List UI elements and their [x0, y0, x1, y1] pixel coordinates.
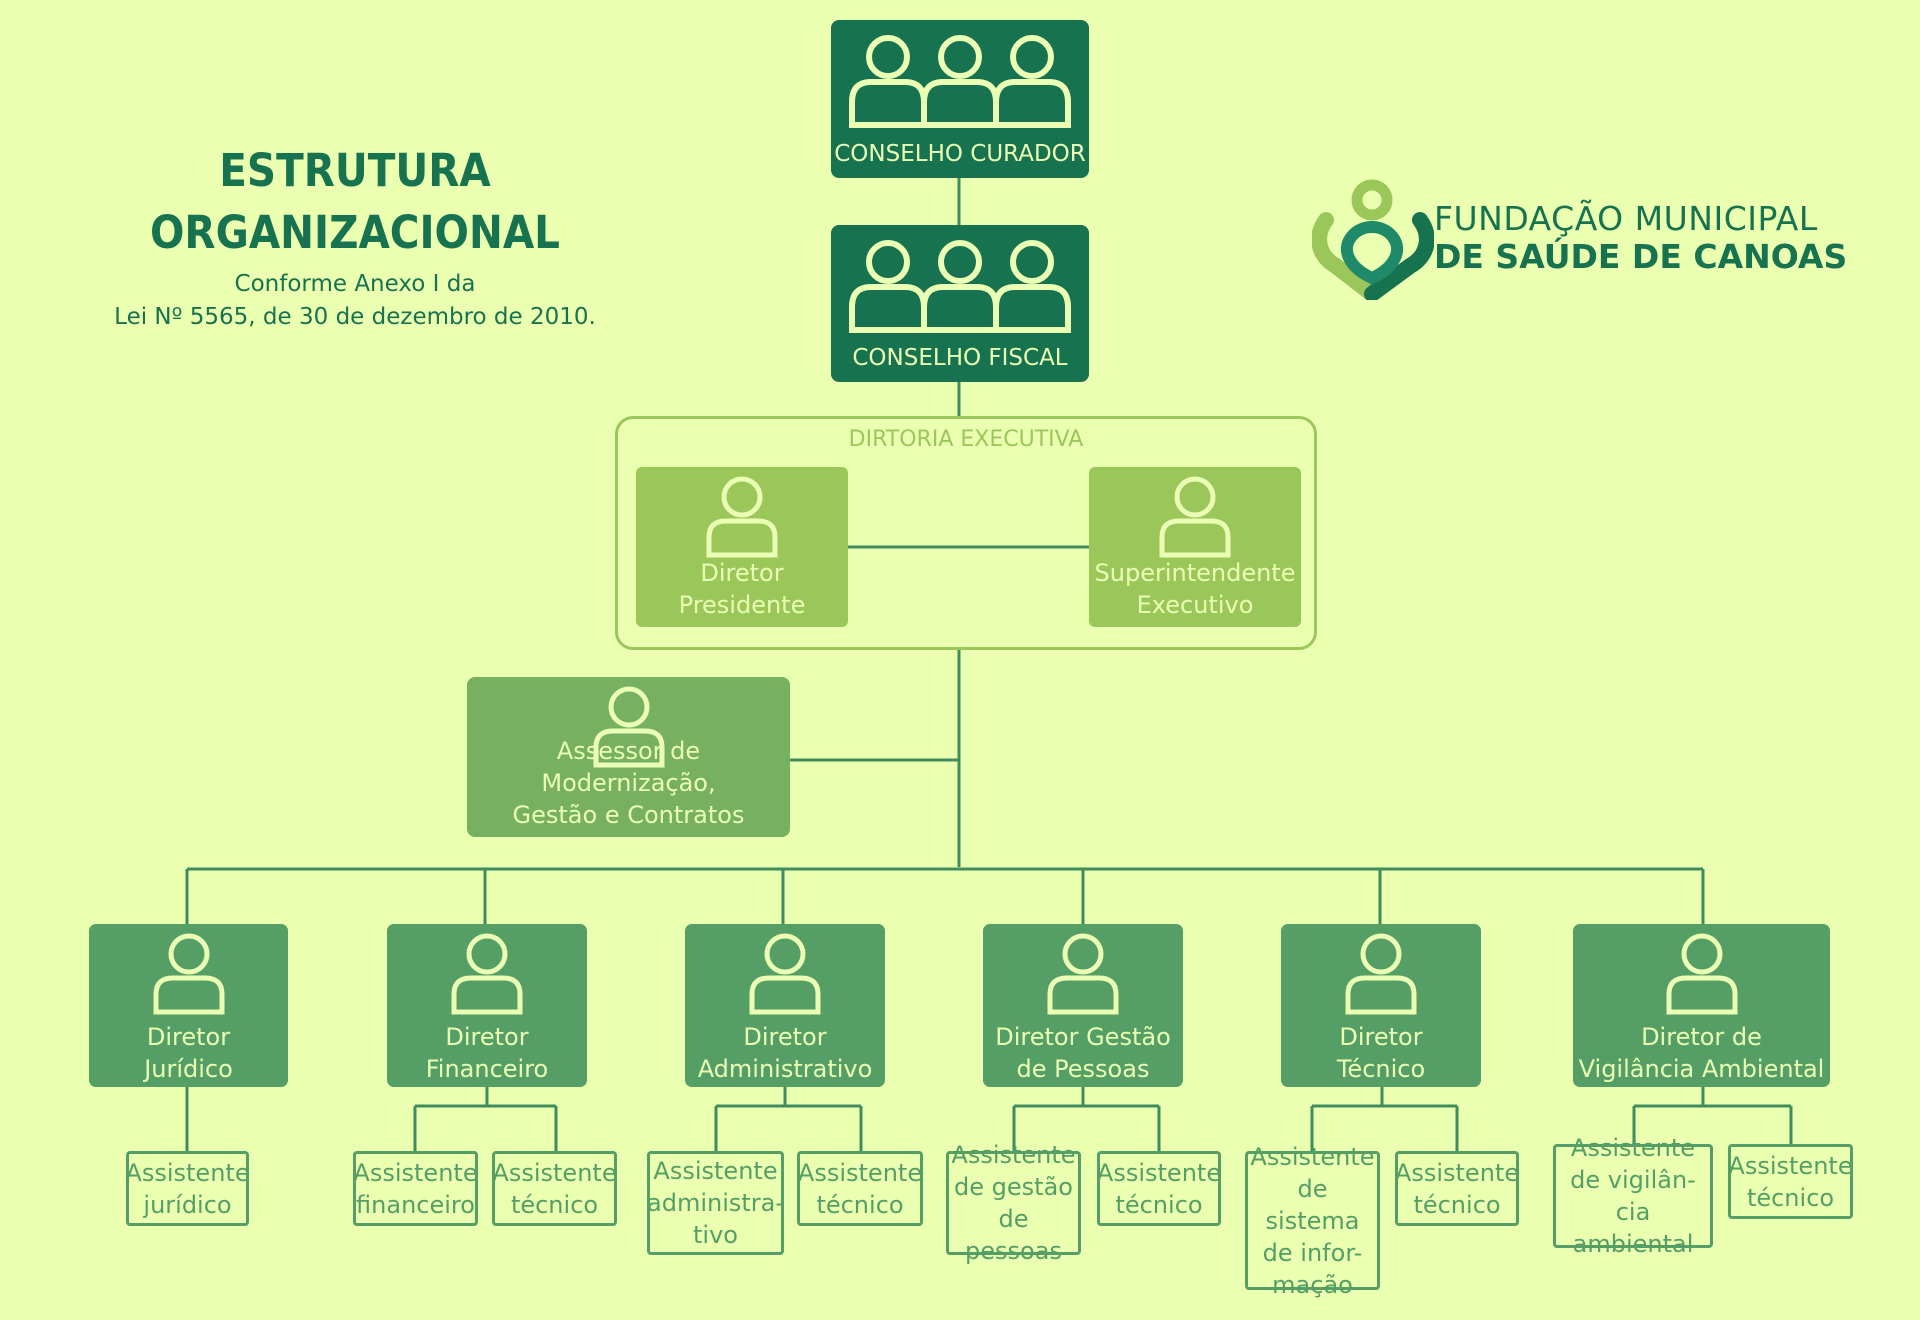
diretoria-executiva-title: DIRTORIA EXECUTIVA — [848, 427, 1084, 452]
node-assessor-modernizacao[interactable]: Assessor de Modernização, Gestão e Contr… — [467, 677, 790, 837]
node-label-line-2: Jurídico — [144, 1055, 233, 1083]
person-icon — [1159, 476, 1231, 558]
assistant-administrativo[interactable]: Assistente administra- tivo — [647, 1151, 784, 1255]
node-label-line-1: Assessor de Modernização, — [541, 737, 716, 797]
brand-line-1: FUNDAÇÃO MUNICIPAL — [1434, 199, 1818, 238]
assistant-sistema-informacao[interactable]: Assistente de sistema de infor- mação — [1245, 1143, 1380, 1299]
foundation-logo-icon — [1312, 179, 1434, 300]
node-diretor-gestao-pessoas[interactable]: Diretor Gestão de Pessoas — [983, 924, 1183, 1087]
node-conselho-curador[interactable]: CONSELHO CURADOR — [831, 20, 1089, 178]
node-label-line-2: Gestão e Contratos — [512, 801, 745, 829]
page-subtitle: Conforme Anexo I da Lei Nº 5565, de 30 d… — [80, 268, 630, 334]
group-people-icon — [849, 240, 1071, 333]
node-label: CONSELHO FISCAL — [852, 345, 1068, 371]
node-label-line-1: Diretor — [743, 1023, 827, 1051]
assistant-tecnico-administrativo[interactable]: Assistente técnico — [797, 1151, 923, 1226]
person-icon — [1345, 933, 1417, 1015]
node-label-line-2: Administrativo — [697, 1055, 873, 1083]
node-label-line-2: Executivo — [1136, 591, 1254, 619]
node-label-line-1: Diretor — [700, 559, 784, 587]
node-label-line-2: Presidente — [678, 591, 806, 619]
node-diretor-vigilancia-ambiental[interactable]: Diretor de Vigilância Ambiental — [1573, 924, 1830, 1087]
brand-name: FUNDAÇÃO MUNICIPAL DE SAÚDE DE CANOAS — [1434, 200, 1847, 276]
assistant-gestao-pessoas[interactable]: Assistente de gestão de pessoas — [946, 1141, 1081, 1265]
node-diretor-juridico[interactable]: Diretor Jurídico — [89, 924, 288, 1087]
node-label-line-2: de Pessoas — [1016, 1055, 1150, 1083]
node-label-line-2: Técnico — [1336, 1055, 1426, 1083]
node-label-line-1: Superintendente — [1094, 559, 1296, 587]
diretoria-executiva-group — [615, 416, 1317, 650]
person-icon — [1666, 933, 1737, 1015]
assistant-tecnico-tecnico[interactable]: Assistente técnico — [1395, 1151, 1519, 1226]
node-label-line-1: Diretor de — [1641, 1023, 1762, 1051]
node-diretor-administrativo[interactable]: Diretor Administrativo — [685, 924, 885, 1087]
assistant-tecnico-vigilancia[interactable]: Assistente técnico — [1728, 1144, 1853, 1219]
person-icon — [749, 933, 821, 1015]
person-icon — [593, 686, 664, 768]
person-icon — [153, 933, 224, 1015]
person-icon — [451, 933, 523, 1015]
assistant-vigilancia-ambiental[interactable]: Assistente de vigilân- cia ambiental — [1553, 1134, 1713, 1258]
node-superintendente-executivo[interactable]: Superintendente Executivo — [1089, 467, 1301, 627]
node-label-line-2: Vigilância Ambiental — [1578, 1055, 1825, 1083]
node-diretor-financeiro[interactable]: Diretor Financeiro — [387, 924, 587, 1087]
person-icon — [706, 476, 778, 558]
subtitle-line-1: Conforme Anexo I da — [234, 271, 476, 297]
title-line-2: ORGANIZACIONAL — [150, 206, 560, 259]
node-label-line-1: Diretor — [445, 1023, 529, 1051]
group-people-icon — [849, 35, 1071, 128]
node-diretor-presidente[interactable]: Diretor Presidente — [636, 467, 848, 627]
node-label: CONSELHO CURADOR — [834, 141, 1086, 167]
title-line-1: ESTRUTURA — [219, 144, 491, 197]
brand-line-2: DE SAÚDE DE CANOAS — [1434, 237, 1848, 276]
node-conselho-fiscal[interactable]: CONSELHO FISCAL — [831, 225, 1089, 382]
node-label-line-1: Diretor — [1339, 1023, 1423, 1051]
person-icon — [1047, 933, 1119, 1015]
page-title: ESTRUTURA ORGANIZACIONAL — [100, 140, 610, 264]
node-diretor-tecnico[interactable]: Diretor Técnico — [1281, 924, 1481, 1087]
assistant-tecnico-gestao-pessoas[interactable]: Assistente técnico — [1097, 1151, 1221, 1226]
node-label-line-1: Diretor — [146, 1023, 231, 1051]
subtitle-line-2: Lei Nº 5565, de 30 de dezembro de 2010. — [114, 304, 596, 330]
node-label-line-2: Financeiro — [425, 1055, 549, 1083]
assistant-tecnico-financeiro[interactable]: Assistente técnico — [492, 1151, 617, 1226]
assistant-juridico[interactable]: Assistente jurídico — [125, 1151, 250, 1226]
assistant-financeiro[interactable]: Assistente financeiro — [353, 1151, 478, 1226]
node-label-line-1: Diretor Gestão — [995, 1023, 1171, 1051]
